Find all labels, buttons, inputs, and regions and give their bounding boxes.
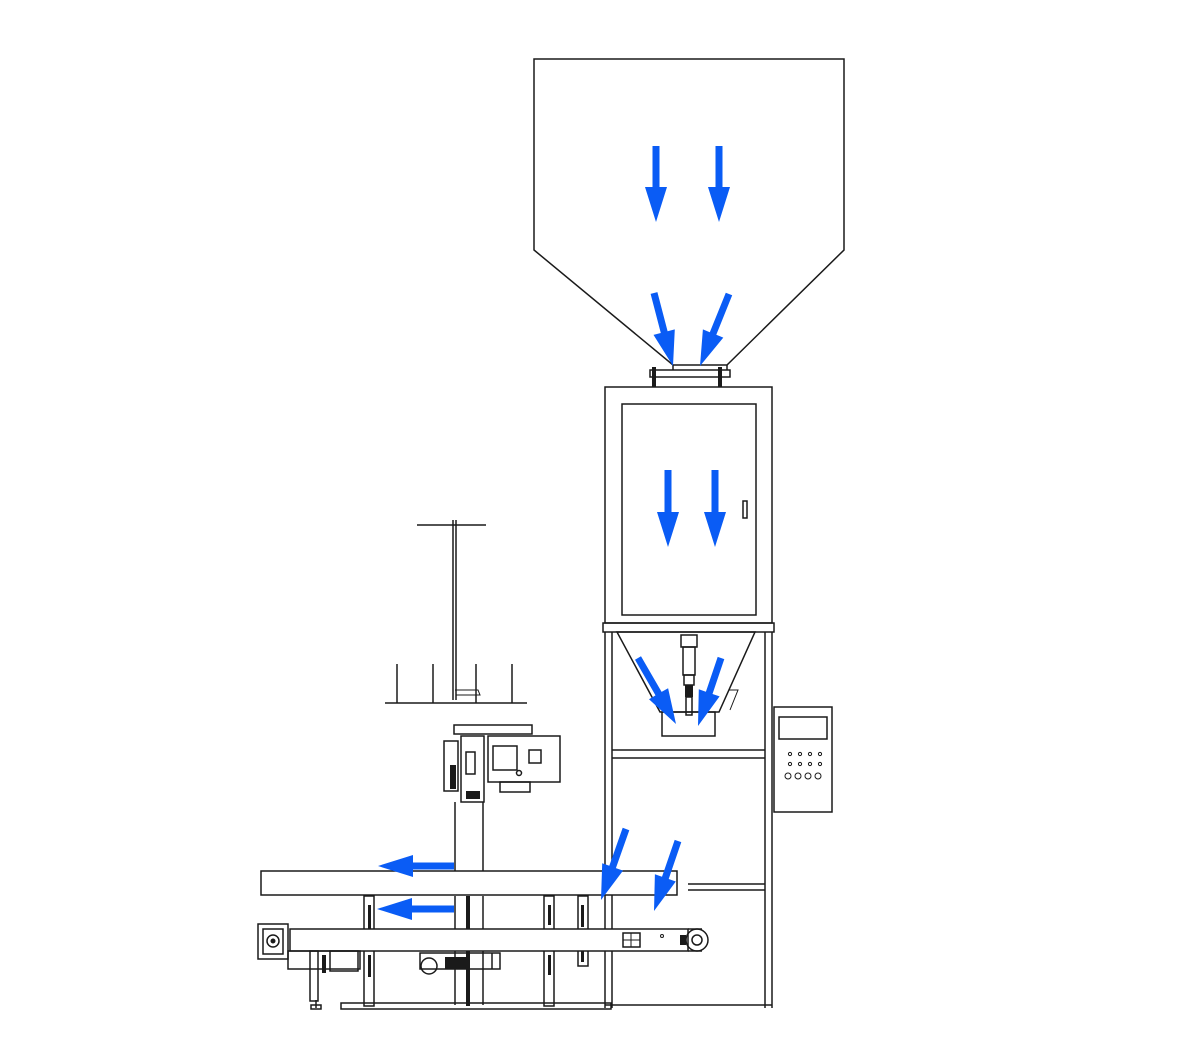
weighing-cabinet bbox=[604, 386, 773, 624]
belt-conveyor bbox=[257, 923, 709, 1010]
flow-arrows bbox=[377, 146, 733, 920]
lower-frame bbox=[602, 622, 775, 1008]
flow-arrow-frame-right bbox=[654, 839, 682, 911]
control-display bbox=[778, 716, 828, 740]
door-handle bbox=[742, 500, 748, 519]
flow-arrow-hopper-outlet-right bbox=[700, 292, 733, 366]
flow-arrow-weigh-bin-right bbox=[704, 470, 726, 547]
flow-arrow-discharge-right bbox=[698, 656, 725, 726]
control-panel bbox=[773, 706, 833, 813]
flow-arrow-weigh-bin-left bbox=[657, 470, 679, 547]
flow-arrow-discharge-left bbox=[635, 656, 676, 724]
hopper-outlet-flange bbox=[649, 365, 731, 387]
storage-hopper bbox=[533, 58, 845, 366]
flow-arrow-hopper-in-right bbox=[708, 146, 730, 222]
flow-arrow-frame-left bbox=[601, 827, 630, 900]
flow-arrow-hopper-in-left bbox=[645, 146, 667, 222]
flow-arrow-conveyor-upper bbox=[378, 855, 454, 877]
flow-arrow-conveyor-lower bbox=[377, 898, 454, 920]
flow-arrow-hopper-outlet-left bbox=[650, 292, 675, 366]
